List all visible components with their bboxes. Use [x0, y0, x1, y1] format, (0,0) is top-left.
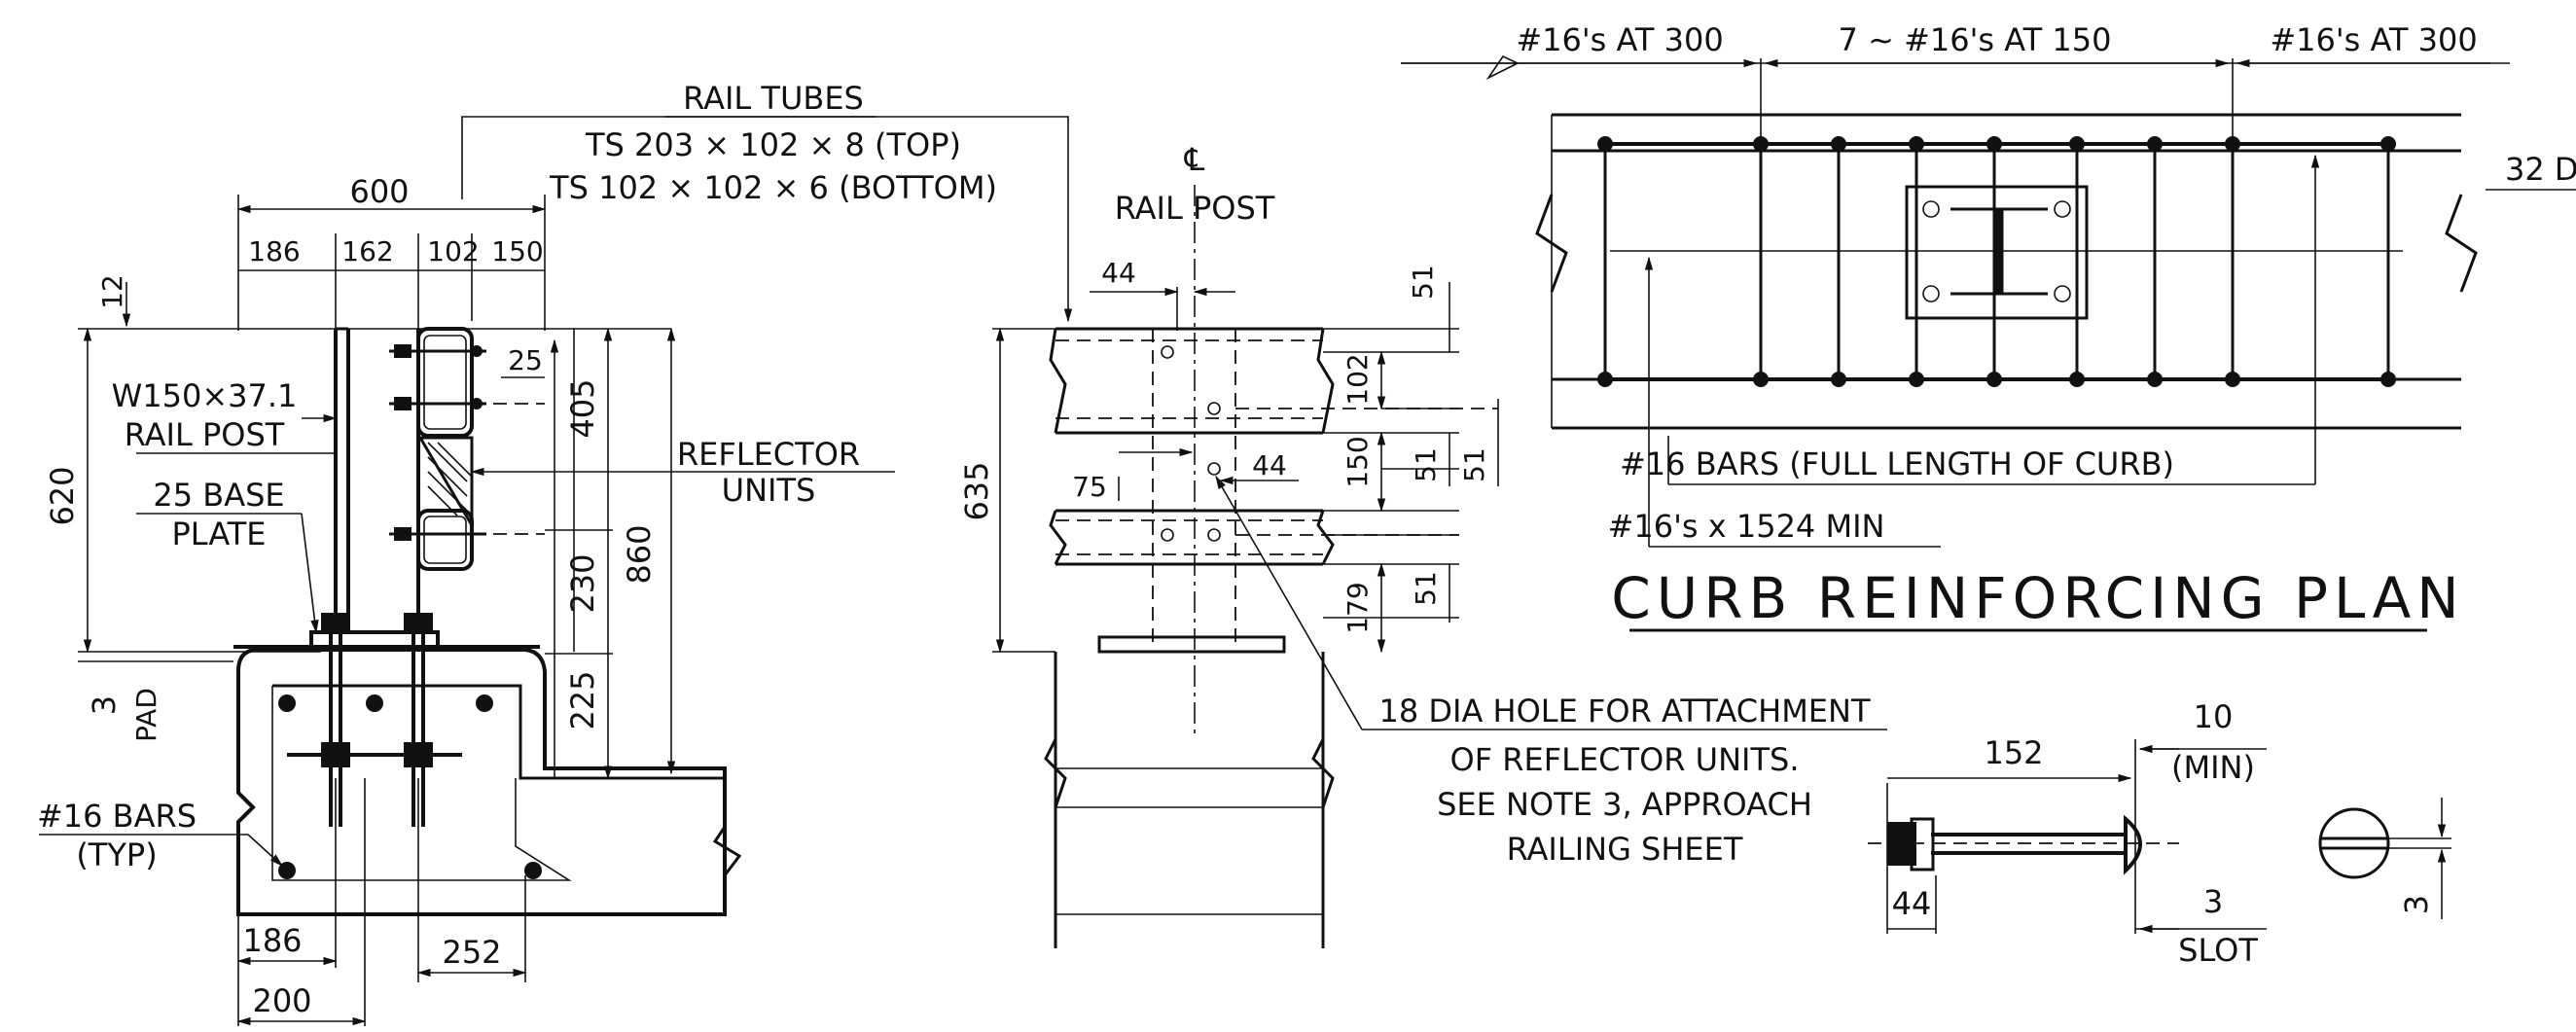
- dim-186: 186: [248, 235, 300, 267]
- railing-section-view: RAIL TUBES TS 203 × 102 × 8 (TOP) TS 102…: [37, 80, 1073, 1026]
- bars-label-2: (TYP): [76, 836, 157, 873]
- dim-51-c: 51: [1458, 447, 1490, 482]
- bolt-dim-44: 44: [1892, 885, 1932, 922]
- curb-reinforcing-plan: #16's AT 300 7 ~ #16's AT 150 #16's AT 3…: [1401, 21, 2576, 632]
- spacing-right-label: #16's AT 300: [2270, 21, 2477, 58]
- dim-25: 25: [508, 344, 543, 376]
- dim-225: 225: [564, 670, 601, 730]
- base-plate-label: 25 BASE: [153, 477, 284, 514]
- reflector-label: REFLECTOR: [677, 436, 860, 473]
- dim-102: 102: [427, 235, 479, 267]
- dim-162: 162: [341, 235, 393, 267]
- dim-179: 179: [1342, 582, 1374, 633]
- dim-bottom-252: 252: [442, 934, 501, 971]
- hole-note-2: OF REFLECTOR UNITS.: [1450, 741, 1800, 778]
- dim-bottom-200: 200: [252, 982, 311, 1019]
- hole-note-1: 18 DIA HOLE FOR ATTACHMENT: [1379, 693, 1871, 730]
- bolt-dim-3: 3: [2203, 883, 2223, 920]
- bolt-min: (MIN): [2171, 749, 2255, 786]
- hole-note-3: SEE NOTE 3, APPROACH: [1437, 786, 1812, 823]
- bolt-dim-152: 152: [1984, 734, 2043, 771]
- railing-elevation-view: ℄ RAIL POST 44 635: [958, 141, 1887, 948]
- reflector-label-2: UNITS: [722, 472, 816, 509]
- dim-620: 620: [44, 466, 81, 525]
- bars-min-label: #16's x 1524 MIN: [1608, 508, 1885, 545]
- dim-51-d: 51: [1410, 571, 1442, 606]
- bar-dots: [1597, 136, 2396, 387]
- transverse-bars: [1603, 144, 2390, 379]
- hole-note-4: RAILING SHEET: [1507, 831, 1743, 868]
- dim-102-elev: 102: [1342, 353, 1374, 405]
- bars-label: #16 BARS: [37, 798, 197, 835]
- dim-405: 405: [564, 378, 601, 438]
- rail-tubes-bottom-spec: TS 102 × 102 × 6 (BOTTOM): [549, 169, 997, 206]
- dim-230: 230: [564, 553, 601, 613]
- anchor-bolts: [287, 613, 462, 827]
- dim-150-elev: 150: [1342, 436, 1374, 487]
- dim-600: 600: [349, 173, 409, 210]
- base-plate-label-2: PLATE: [171, 516, 266, 552]
- dim-44-top: 44: [1101, 257, 1136, 289]
- dim-3: 3: [86, 695, 123, 715]
- rail-tubes-title: RAIL TUBES: [683, 80, 864, 117]
- dim-150: 150: [491, 235, 543, 267]
- spacing-left-label: #16's AT 300: [1516, 21, 1723, 58]
- plan-title: CURB REINFORCING PLAN: [1611, 565, 2464, 631]
- centerline-symbol: ℄: [1184, 141, 1205, 178]
- rail-post-spec: W150×37.1: [112, 377, 298, 414]
- bolt-dim-10: 10: [2194, 698, 2234, 735]
- top-rail-bolts: [389, 344, 486, 410]
- dim-bottom-186: 186: [242, 922, 302, 959]
- plan-cut-label: 32 D: [2505, 151, 2576, 188]
- dim-12: 12: [96, 274, 128, 309]
- dim-635: 635: [958, 461, 995, 520]
- bars-full-length-label: #16 BARS (FULL LENGTH OF CURB): [1620, 445, 2174, 482]
- base-plate-plan: [1905, 185, 2089, 320]
- bolt-slot: SLOT: [2178, 932, 2258, 969]
- dim-44-mid: 44: [1252, 449, 1287, 481]
- rail-tubes-top-spec: TS 203 × 102 × 8 (TOP): [585, 126, 961, 163]
- bolt-head-end-view: [2318, 807, 2390, 879]
- bolt-detail: 152 10 (MIN) 44 3 SLOT 3: [1868, 698, 2451, 969]
- rail-post-label: RAIL POST: [125, 416, 285, 453]
- dim-860: 860: [621, 524, 658, 584]
- dim-51-b: 51: [1410, 447, 1442, 482]
- dim-51-a: 51: [1407, 265, 1439, 300]
- bolt-dim-3-side: 3: [2398, 895, 2435, 914]
- dim-75: 75: [1072, 471, 1107, 503]
- spacing-middle-label: 7 ~ #16's AT 150: [1839, 21, 2112, 58]
- pad-label: PAD: [130, 688, 162, 742]
